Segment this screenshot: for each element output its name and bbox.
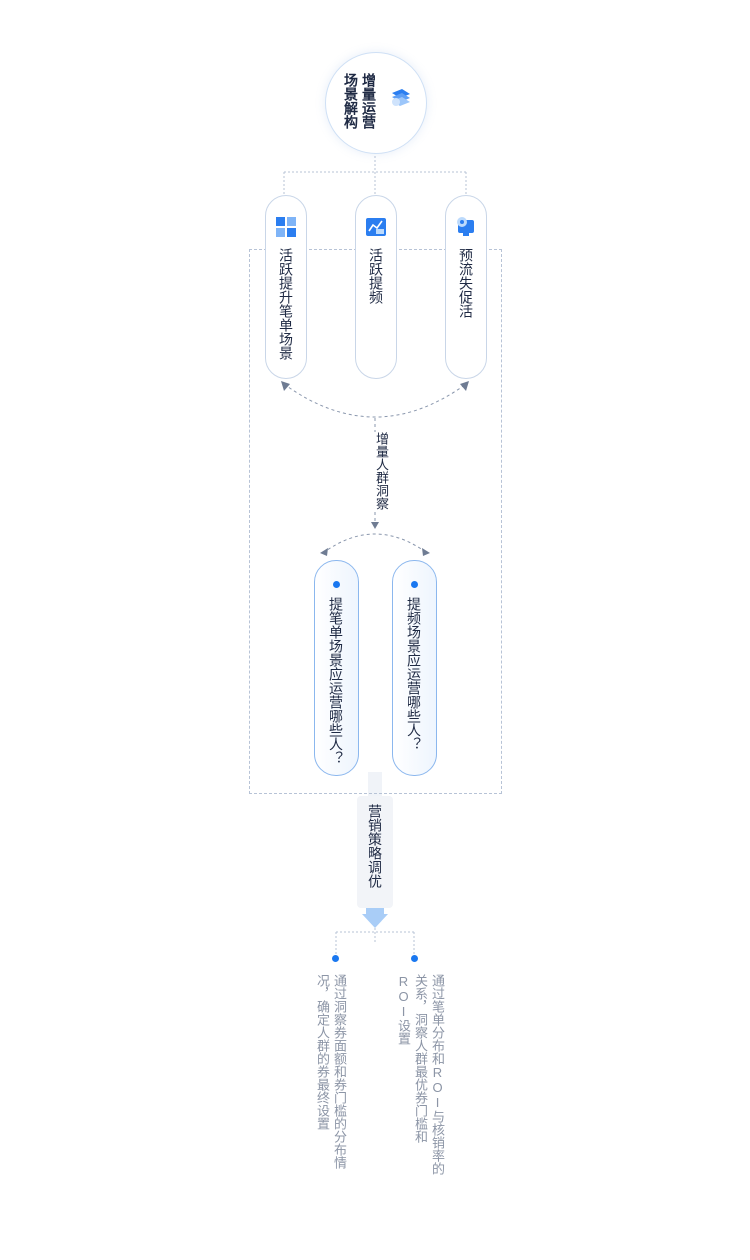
scenario-label: 活跃提频 xyxy=(368,248,384,304)
root-title: 增量运营场景解构 xyxy=(343,73,377,129)
question-pill-frequency[interactable]: 提频场景应运营哪些人？ xyxy=(392,560,437,776)
monitor-pin-icon xyxy=(455,216,477,243)
bullet-dot xyxy=(332,955,339,962)
bullet-dot xyxy=(333,581,340,588)
cube-stack-icon xyxy=(388,85,412,114)
result-text-coupon: 通过洞察券面额和券门槛的分布情况，确定人群的券最终设置 xyxy=(314,974,348,1194)
result-text-roi: 通过笔单分布和ROI与核销率的关系，洞察人群最优券门槛和ROI设置 xyxy=(395,974,446,1184)
scenario-pill-frequency[interactable]: 活跃提频 xyxy=(355,195,397,379)
question-label: 提笔单场景应运营哪些人？ xyxy=(328,597,344,765)
result-line: 确定人群的券最终设置 xyxy=(315,1000,330,1130)
root-node: 增量运营场景解构 xyxy=(325,52,427,154)
insight-label: 增量人群洞察 xyxy=(367,432,391,510)
scenario-label: 预流失促活 xyxy=(458,248,474,318)
question-label: 提频场景应运营哪些人？ xyxy=(406,597,422,751)
bullet-dot xyxy=(411,581,418,588)
grid-blocks-icon xyxy=(275,216,297,243)
strategy-label: 营销策略调优 xyxy=(367,804,383,888)
result-line: 通过笔单分布和ROI与核销率的关系， xyxy=(413,974,445,1175)
strategy-block: 营销策略调优 xyxy=(357,796,393,908)
scenario-pill-churn[interactable]: 预流失促活 xyxy=(445,195,487,379)
result-line: 通过洞察券面额和券门槛的分布情况， xyxy=(315,974,347,1169)
chart-board-icon xyxy=(365,216,387,243)
result-line: 洞察人群最优券门槛和ROI设置 xyxy=(396,974,428,1143)
scenario-pill-frequency-order[interactable]: 活跃提升笔单场景 xyxy=(265,195,307,379)
scenario-label: 活跃提升笔单场景 xyxy=(278,248,294,360)
bullet-dot xyxy=(411,955,418,962)
question-pill-order[interactable]: 提笔单场景应运营哪些人？ xyxy=(314,560,359,776)
